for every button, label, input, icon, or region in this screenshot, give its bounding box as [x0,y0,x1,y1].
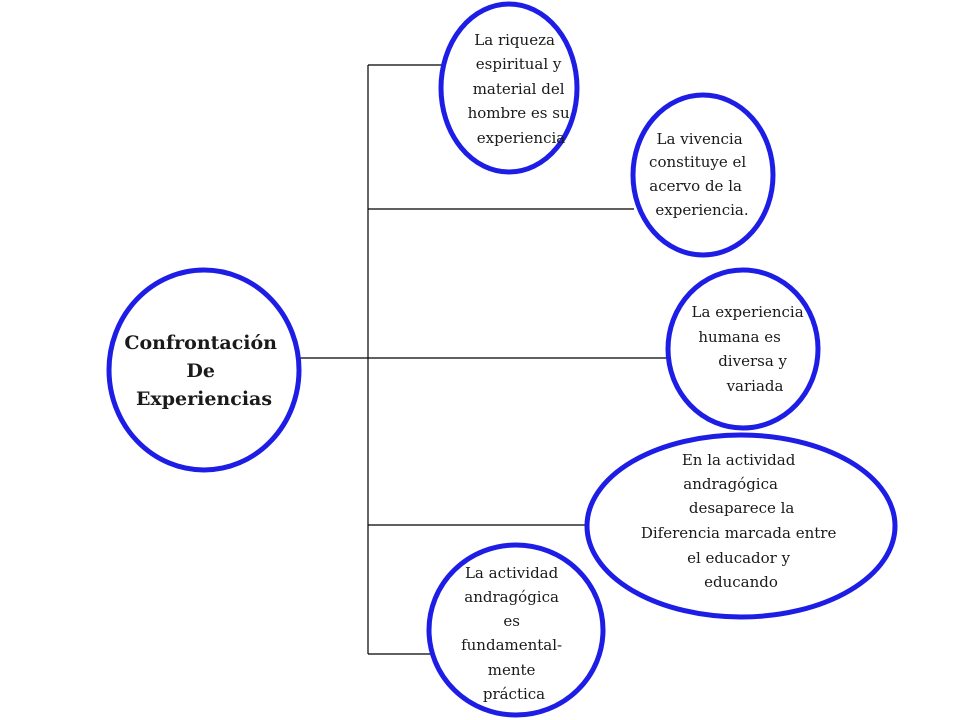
central-node-label: Confrontación De Experiencias [124,332,283,410]
node-experiencia-humana-shape [665,267,821,431]
node-experiencia-humana-label: La experiencia humana es diversa y varia… [692,303,809,395]
central-label-line: De [186,360,215,382]
node-label-line: fundamental- [461,636,562,654]
node-label-line: La vivencia [657,130,743,148]
node-riqueza-shape [438,1,580,175]
node-label-line: En la actividad [682,451,796,469]
node-label-line: constituye el [649,153,746,171]
node-label-line: Diferencia marcada entre [641,524,837,542]
node-label-line: experiencia. [655,201,748,219]
node-label-line: mente [488,661,536,679]
node-actividad-diferencia-label: En la actividad andragógica desaparece l… [641,451,841,591]
node-label-line: educando [704,573,778,591]
central-node: Confrontación De Experiencias [106,267,302,473]
node-label-line: acervo de la [649,177,742,195]
node-vivencia-shape [630,92,776,258]
node-label-line: hombre es su [468,104,570,122]
node-label-line: desaparece la [689,499,795,517]
node-label-line: material del [473,80,565,98]
node-vivencia-label: La vivencia constituye el acervo de la e… [649,130,751,219]
central-label-line: Experiencias [136,388,272,410]
node-label-line: La riqueza [474,31,555,49]
node-label-line: diversa y [718,352,787,370]
node-experiencia-humana: La experiencia humana es diversa y varia… [665,267,821,431]
node-actividad-practica: La actividad andragógica es fundamental-… [426,542,606,718]
central-node-shape [106,267,302,473]
node-label-line: La experiencia [692,303,804,321]
node-label-line: es [503,612,520,630]
node-label-line: espiritual y [476,55,562,73]
node-label-line: andragógica [683,475,778,493]
node-actividad-diferencia: En la actividad andragógica desaparece l… [584,432,898,620]
node-label-line: La actividad [465,564,559,582]
node-label-line: variada [726,377,784,395]
node-label-line: el educador y [687,549,790,567]
node-actividad-diferencia-shape [584,432,898,620]
central-label-line: Confrontación [124,332,277,354]
node-label-line: experiencia [477,129,566,147]
node-vivencia: La vivencia constituye el acervo de la e… [630,92,776,258]
node-label-line: humana es [698,328,780,346]
connectors [298,64,668,655]
node-label-line: práctica [483,685,545,703]
node-actividad-practica-shape [426,542,606,718]
node-label-line: andragógica [464,588,559,606]
node-riqueza-label: La riqueza espiritual y material del hom… [468,31,575,147]
node-actividad-practica-label: La actividad andragógica es fundamental-… [461,564,567,703]
node-riqueza: La riqueza espiritual y material del hom… [438,1,580,175]
